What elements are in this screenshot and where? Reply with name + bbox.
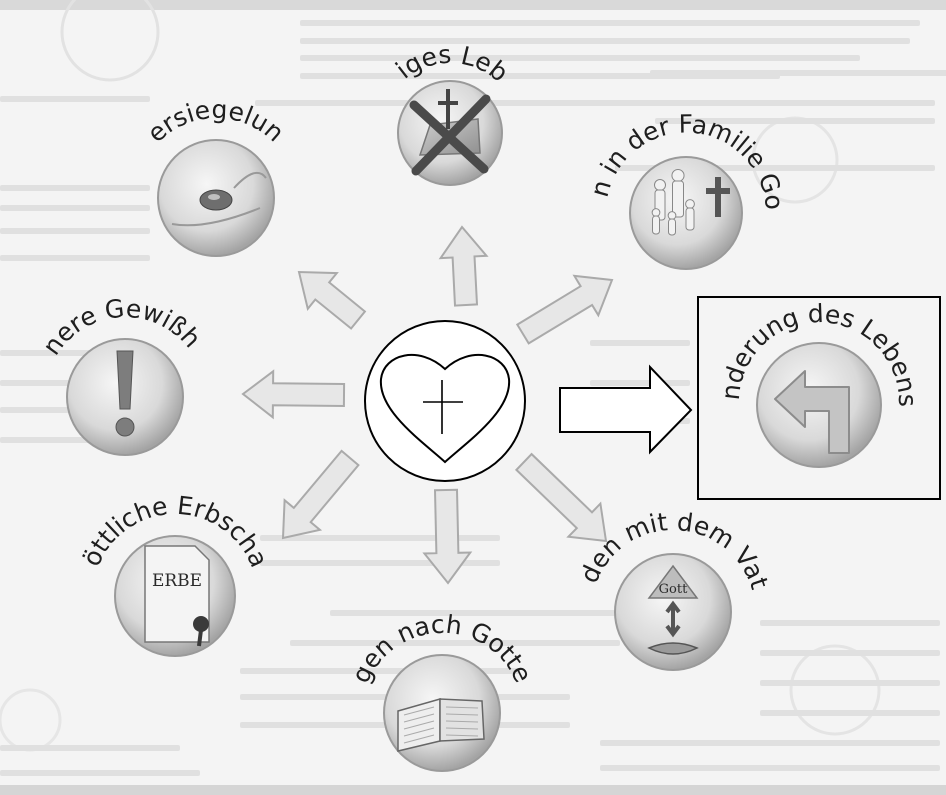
turn-left-arrow-icon — [774, 370, 850, 454]
seal-icon — [171, 171, 267, 227]
arrow-to-gewissheit — [241, 369, 346, 420]
node-verlangen-wort — [383, 654, 501, 772]
highlight-frame — [697, 296, 941, 500]
node-reden-vater: Gott — [614, 553, 732, 671]
node-gewissheit — [66, 338, 184, 456]
erbe-document-icon: ERBE — [144, 545, 210, 647]
gott-mouth-icon: Gott — [647, 564, 699, 655]
gott-text: Gott — [659, 582, 688, 597]
open-book-icon — [397, 698, 485, 752]
exclamation-icon — [115, 350, 135, 437]
family-with-cross-icon — [651, 168, 730, 236]
node-lebensstil — [756, 342, 882, 468]
node-versiegelung — [157, 139, 275, 257]
arrow-to-familie-gottes — [515, 274, 614, 345]
center-heart-badge — [364, 320, 526, 482]
crossed-out-tombstone-icon — [409, 89, 491, 176]
erbe-text: ERBE — [152, 571, 202, 591]
highlight-arrow — [559, 364, 693, 455]
heart-icon — [379, 353, 511, 464]
arrow-to-ewiges-leben — [438, 225, 489, 307]
arrow-to-verlangen-wort — [422, 488, 473, 585]
node-ewiges-leben — [397, 80, 503, 186]
cross-icon — [423, 380, 463, 434]
discs-group: Gott ERBE — [66, 80, 882, 772]
node-familie-gottes — [629, 156, 743, 270]
arrows-group — [241, 225, 614, 585]
arrow-to-versiegelung — [297, 270, 367, 330]
node-erbschaft: ERBE — [114, 535, 236, 657]
arrow-to-reden-vater — [514, 452, 608, 543]
arrow-to-erbschaft — [281, 449, 360, 540]
